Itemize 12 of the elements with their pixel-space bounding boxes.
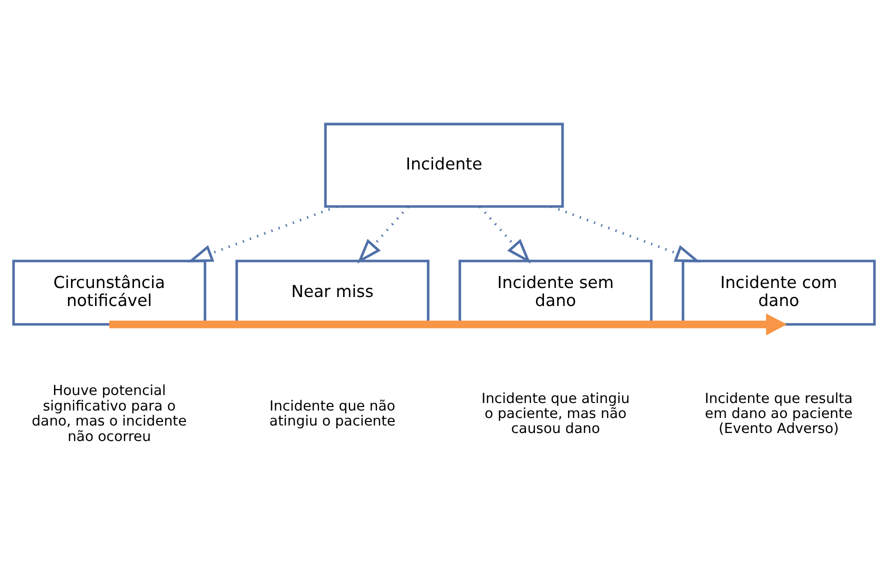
arrow	[187, 205, 338, 262]
arrow	[109, 313, 787, 336]
arrow	[357, 206, 410, 264]
arrow	[550, 205, 701, 262]
node-box: Incidente	[324, 122, 564, 208]
label: Houve potencial significativo para o dano, mas o incidente não ocorreu	[32, 383, 187, 445]
label: Incidente que resulta em dano ao paciente (Evento Adverso)	[704, 390, 853, 438]
arrow	[478, 206, 531, 264]
node-box: Incidente com dano	[682, 260, 876, 326]
node-box: Circunstância notificável	[12, 260, 206, 326]
label: Incidente que não atingiu o paciente	[269, 398, 396, 430]
label: Incidente que atingiu o paciente, mas não causou dano	[482, 390, 630, 438]
